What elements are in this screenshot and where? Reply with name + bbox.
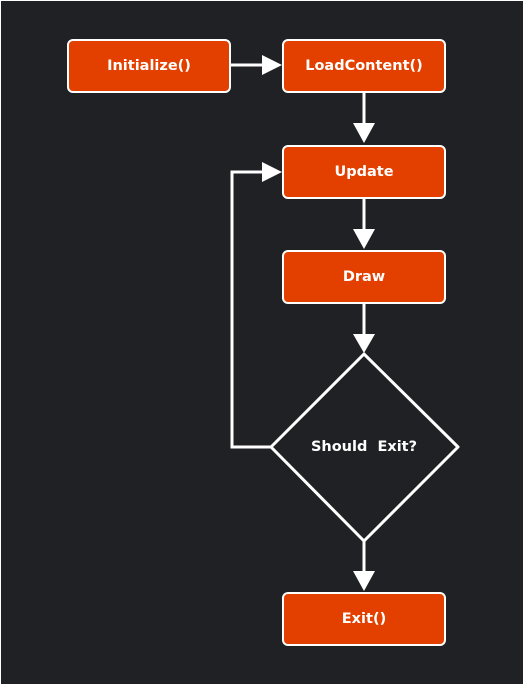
arrowhead-down-update (353, 123, 375, 143)
node-load-content: LoadContent() (282, 39, 446, 93)
node-initialize: Initialize() (67, 39, 231, 93)
arrowhead-right-update (262, 162, 282, 182)
arrowhead-right-loadcontent (262, 55, 282, 75)
arrowhead-down-decision (353, 334, 375, 353)
arrowhead-down-exit (353, 571, 375, 591)
decision-diamond (269, 352, 460, 543)
node-update: Update (282, 145, 446, 199)
arrowhead-down-draw (353, 229, 375, 249)
node-exit: Exit() (282, 592, 446, 646)
edge-decision-loop-to-update (230, 170, 271, 449)
node-draw: Draw (282, 250, 446, 304)
node-should-exit-label: Should Exit? (310, 439, 418, 455)
